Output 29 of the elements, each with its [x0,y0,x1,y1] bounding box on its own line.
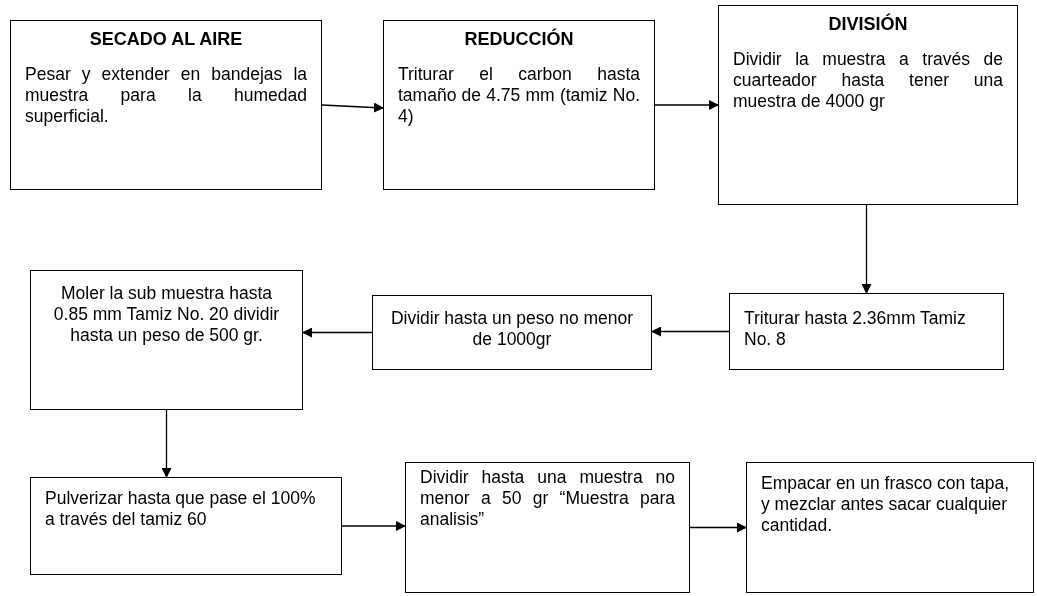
box-text: Pesar y extender en bandejas la muestra para la humedad superficial. [25,64,307,127]
process-box [30,477,342,575]
arrow [321,102,384,113]
arrow [302,327,373,338]
box-text: Triturar el carbon hasta tamaño de 4.75 mm (tamiz No. 4) [398,64,640,127]
arrow [689,522,747,533]
process-box [718,5,1018,205]
process-box [405,462,690,593]
box-text: Dividir hasta un peso no menor de 1000gr [389,308,635,350]
box-text: Pulverizar hasta que pase el 100% a través del tamiz 60 [45,488,317,530]
arrow [861,204,872,294]
box-heading: SECADO AL AIRE [88,29,244,50]
process-box [372,295,652,370]
process-box [383,20,655,190]
process-box [746,462,1034,593]
arrow [161,409,172,478]
process-box [10,20,322,190]
box-text: Moler la sub muestra hasta 0.85 mm Tamiz No. 20 dividir hasta un peso de 500 gr. [52,283,281,346]
box-heading: REDUCCIÓN [463,29,575,50]
box-text: Dividir la muestra a través de cuarteador hasta tener una muestra de 4000 gr [733,49,1003,112]
process-box [729,293,1004,370]
arrow [651,326,730,337]
box-text: Triturar hasta 2.36mm Tamiz No. 8 [744,308,967,350]
box-text: Dividir hasta una muestra no menor a 50 gr “Muestra para analisis” [420,467,675,530]
arrow [654,100,719,110]
arrow [341,521,406,531]
box-heading: DIVISIÓN [827,14,909,35]
box-text: Empacar en un frasco con tapa, y mezclar antes sacar cualquier cantidad. [761,473,1011,536]
process-box [30,270,303,410]
